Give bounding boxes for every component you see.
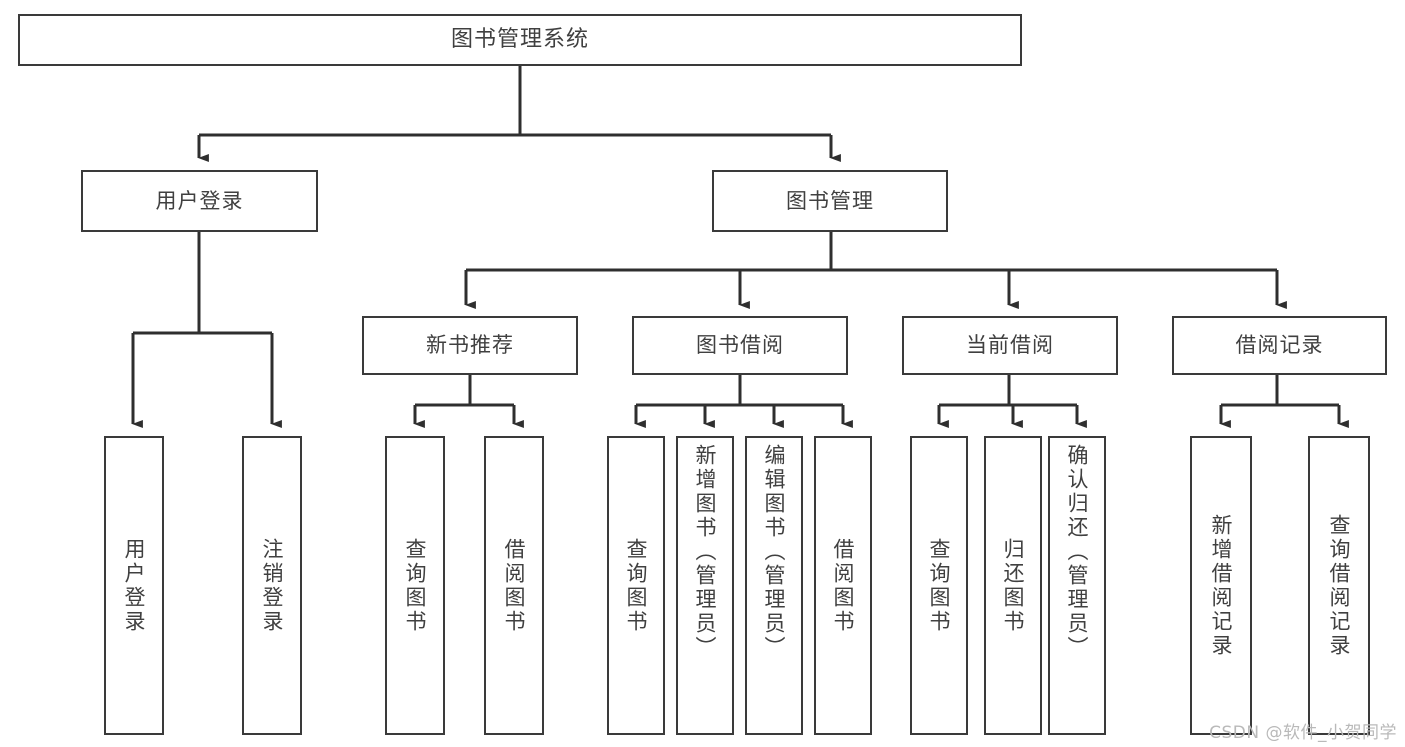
leaf-node[interactable]: 查询图书	[385, 436, 445, 735]
leaf-node[interactable]: 用户登录	[104, 436, 164, 735]
leaf-node-label: 查询图书	[403, 537, 428, 634]
node-borrowing-records[interactable]: 借阅记录	[1172, 316, 1387, 375]
leaf-node-label: 查询图书	[927, 537, 952, 634]
leaf-node-label: 查询图书	[624, 537, 649, 634]
leaf-node-label: 借阅图书	[831, 537, 856, 634]
leaf-node[interactable]: 查询借阅记录	[1308, 436, 1370, 735]
leaf-node-label: 查询借阅记录	[1327, 513, 1352, 658]
leaf-node-label: 新增图书（管理员）	[693, 444, 718, 660]
node-user-login-label: 用户登录	[155, 188, 244, 213]
leaf-node[interactable]: 新增借阅记录	[1190, 436, 1252, 735]
node-book-management[interactable]: 图书管理	[712, 170, 948, 232]
leaf-node[interactable]: 借阅图书	[814, 436, 872, 735]
node-user-login[interactable]: 用户登录	[81, 170, 318, 232]
leaf-node-label: 编辑图书（管理员）	[762, 444, 787, 660]
leaf-node[interactable]: 查询图书	[607, 436, 665, 735]
leaf-node-label: 新增借阅记录	[1209, 513, 1234, 658]
node-book-borrowing[interactable]: 图书借阅	[632, 316, 848, 375]
leaf-node[interactable]: 编辑图书（管理员）	[745, 436, 803, 735]
node-current-borrowing[interactable]: 当前借阅	[902, 316, 1118, 375]
node-new-book-recommendation-label: 新书推荐	[426, 333, 514, 358]
leaf-node[interactable]: 确认归还（管理员）	[1048, 436, 1106, 735]
node-root[interactable]: 图书管理系统	[18, 14, 1022, 66]
node-book-management-label: 图书管理	[786, 188, 874, 213]
leaf-node-label: 借阅图书	[502, 537, 527, 634]
leaf-node[interactable]: 注销登录	[242, 436, 302, 735]
node-borrowing-records-label: 借阅记录	[1235, 333, 1324, 358]
node-book-borrowing-label: 图书借阅	[696, 333, 784, 358]
leaf-node[interactable]: 新增图书（管理员）	[676, 436, 734, 735]
leaf-node-label: 确认归还（管理员）	[1065, 444, 1090, 660]
node-root-label: 图书管理系统	[450, 27, 589, 53]
node-current-borrowing-label: 当前借阅	[966, 333, 1054, 358]
leaf-node-label: 注销登录	[260, 537, 285, 634]
leaf-node-label: 用户登录	[122, 537, 147, 634]
leaf-node[interactable]: 查询图书	[910, 436, 968, 735]
leaf-node-label: 归还图书	[1001, 537, 1026, 634]
leaf-node[interactable]: 借阅图书	[484, 436, 544, 735]
leaf-node[interactable]: 归还图书	[984, 436, 1042, 735]
node-new-book-recommendation[interactable]: 新书推荐	[362, 316, 578, 375]
